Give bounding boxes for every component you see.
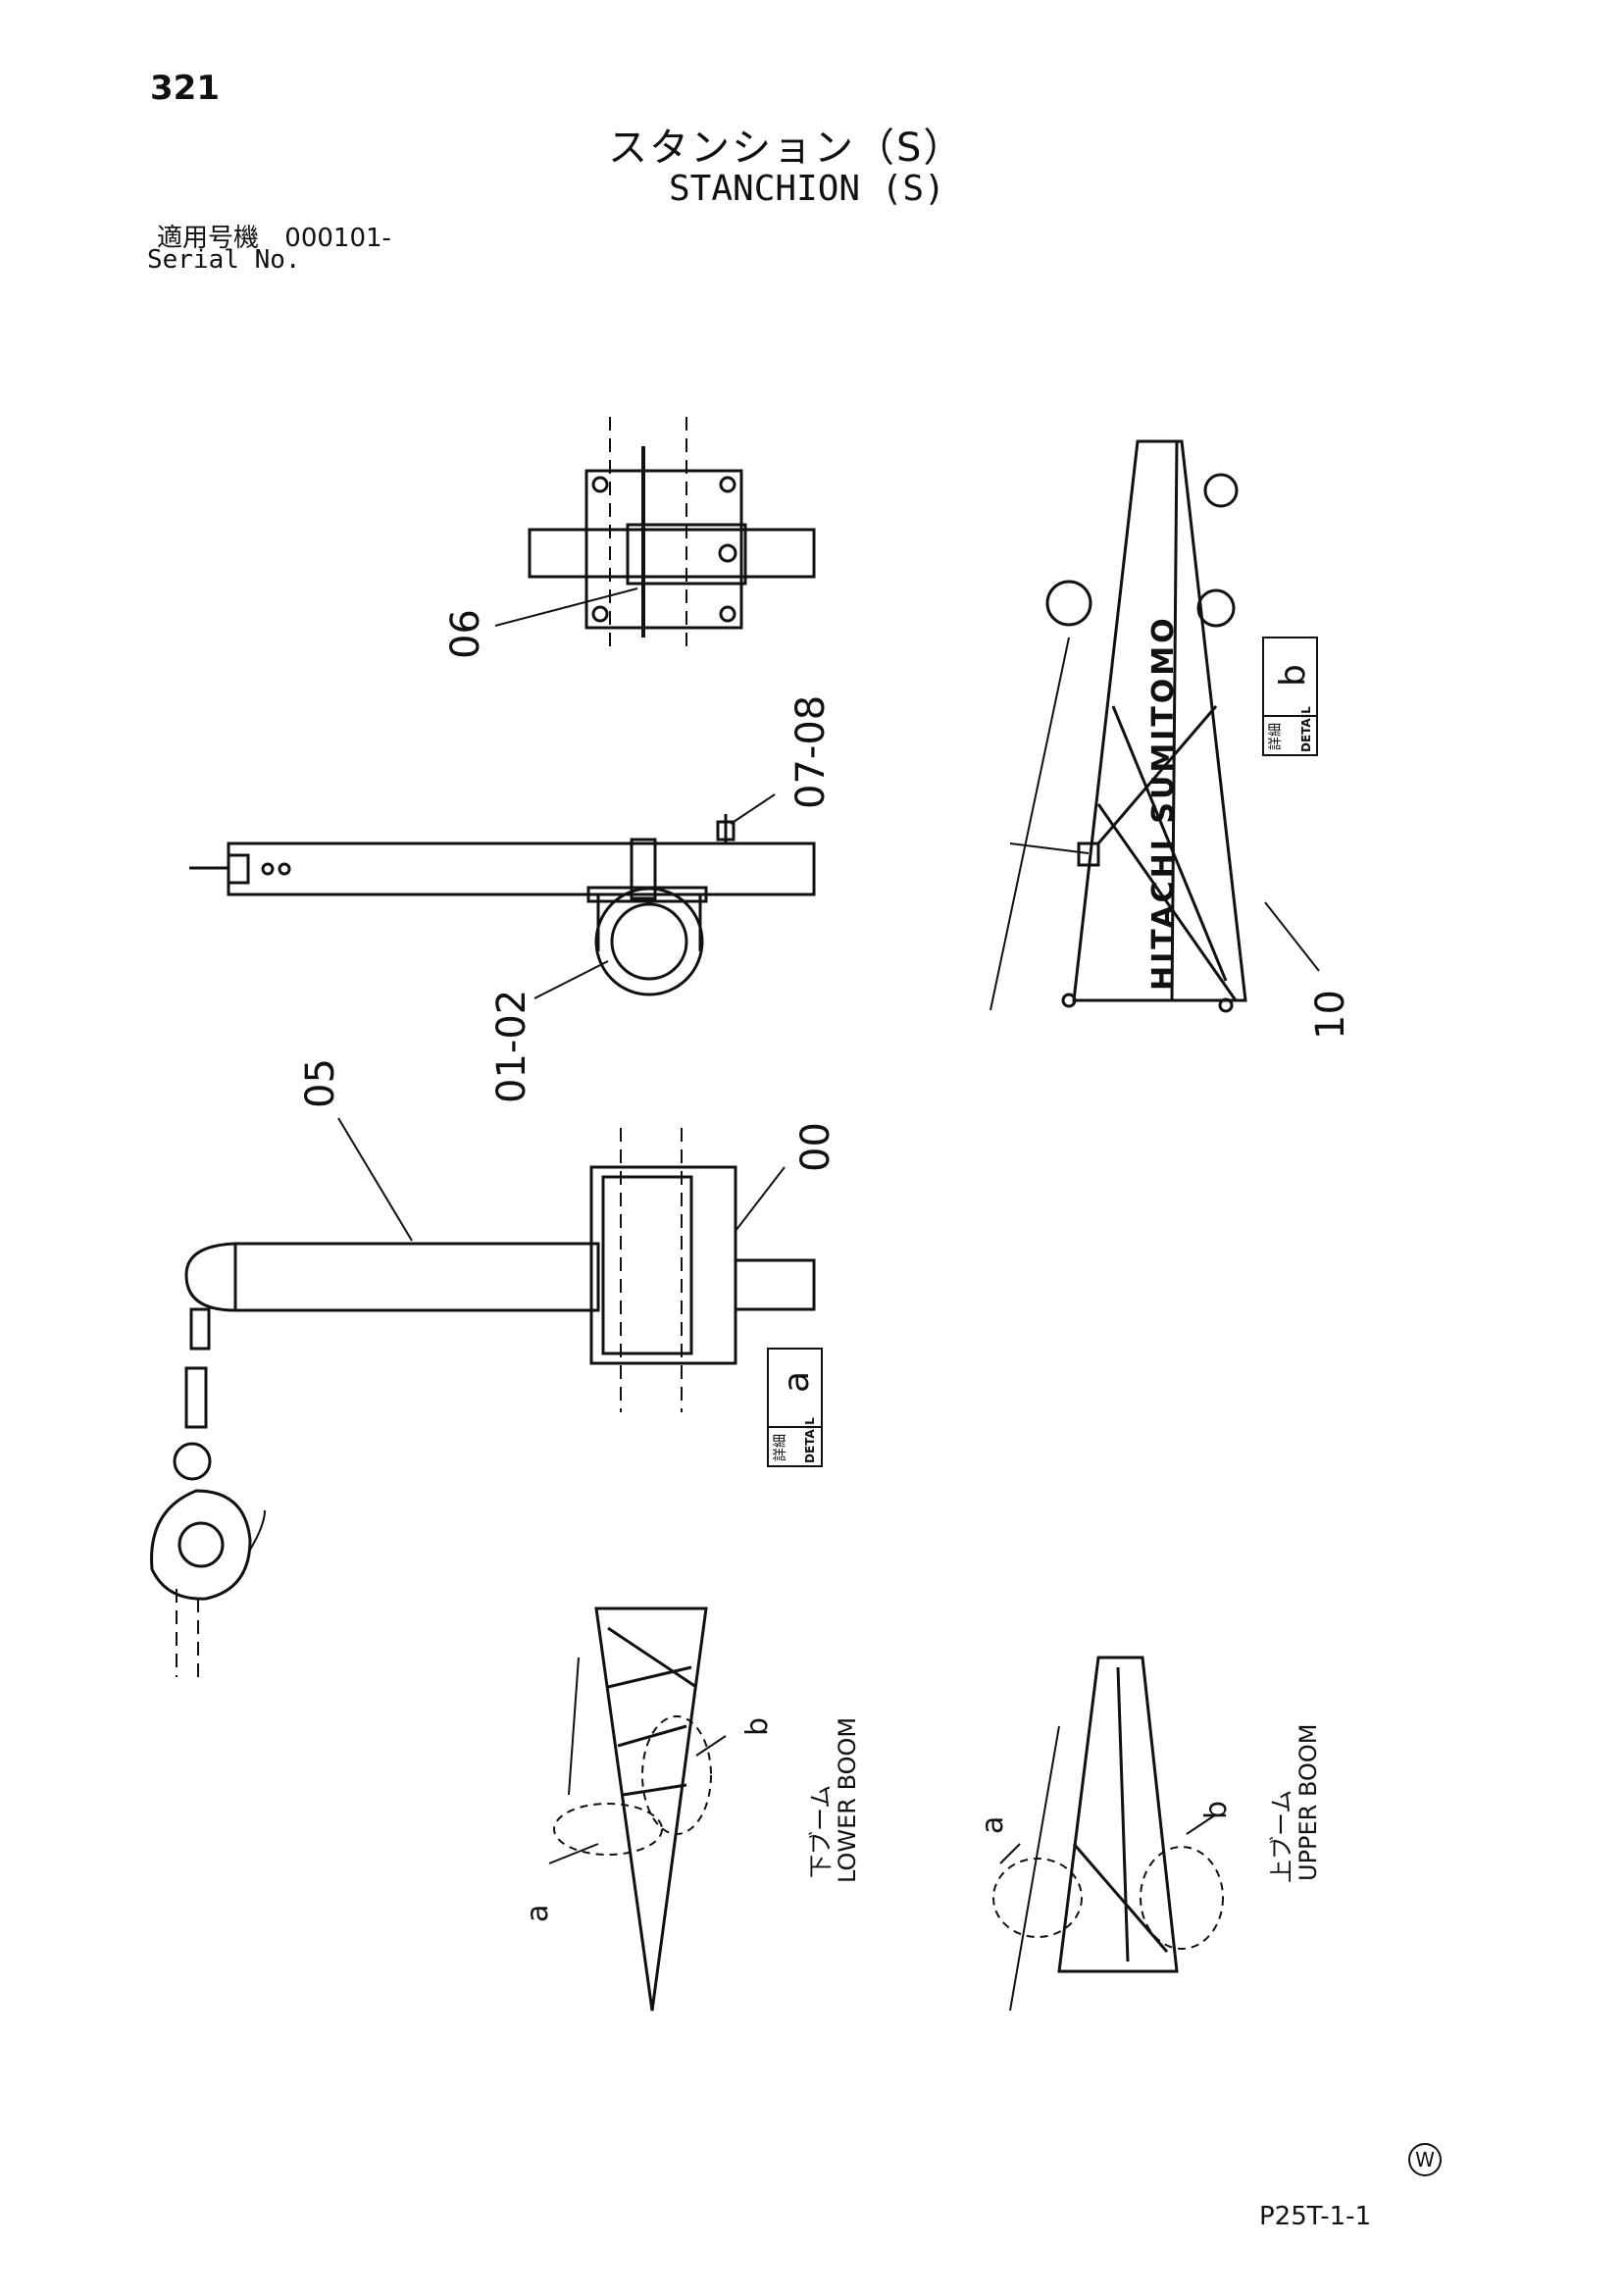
clamp-plate-top-view: [494, 417, 816, 652]
detail-tag-a: a 詳細 DETAIL: [767, 1348, 823, 1467]
detail-b-en: DETAIL: [1299, 706, 1313, 752]
detail-tag-b: b 詳細 DETAIL: [1262, 637, 1318, 756]
detail-a-en: DETAIL: [803, 1417, 817, 1463]
w-mark: W: [1408, 2143, 1442, 2176]
callout-10: 10: [1308, 990, 1353, 1040]
boom-brand-text: HITACHI SUMITOMO: [1146, 615, 1181, 991]
serial-label-jp: 適用号機 000101-: [157, 218, 391, 254]
lower-view-mark-a: a: [521, 1905, 555, 1922]
stanchion-detail-a: [150, 1117, 816, 1677]
detail-a-jp: 詳細: [773, 1434, 788, 1461]
stanchion-side-view: [189, 793, 816, 999]
serial-value: 000101-: [284, 224, 391, 253]
lower-boom-view: [548, 1607, 727, 2012]
callout-00: 00: [793, 1122, 838, 1172]
serial-label-en: Serial No.: [147, 245, 301, 275]
title-english: STANCHION (S): [669, 169, 945, 209]
title-japanese: スタンション（S）: [608, 126, 965, 171]
callout-06: 06: [443, 609, 488, 659]
callout-01-02: 01-02: [489, 990, 534, 1103]
lower-view-mark-b: b: [740, 1717, 775, 1736]
upper-boom-label-en: UPPER BOOM: [1294, 1723, 1322, 1881]
upper-boom-detail-b: [990, 439, 1320, 1013]
upper-view-mark-b: b: [1199, 1801, 1234, 1819]
detail-a-letter: a: [777, 1371, 817, 1393]
upper-view-mark-a: a: [976, 1816, 1010, 1834]
detail-b-jp: 詳細: [1268, 723, 1284, 750]
upper-boom-label-jp: 上ブーム: [1268, 1790, 1295, 1883]
lower-boom-label-jp: 下ブーム: [807, 1785, 835, 1878]
upper-boom-view: [992, 1656, 1224, 2012]
serial-label-jp-text: 適用号機: [157, 224, 260, 253]
lower-boom-label-en: LOWER BOOM: [834, 1717, 861, 1883]
callout-05: 05: [298, 1058, 343, 1108]
footer-code: P25T-1-1: [1259, 2202, 1372, 2231]
page-number: 321: [150, 69, 220, 108]
detail-b-letter: b: [1273, 664, 1313, 687]
callout-07-08: 07-08: [788, 695, 834, 809]
